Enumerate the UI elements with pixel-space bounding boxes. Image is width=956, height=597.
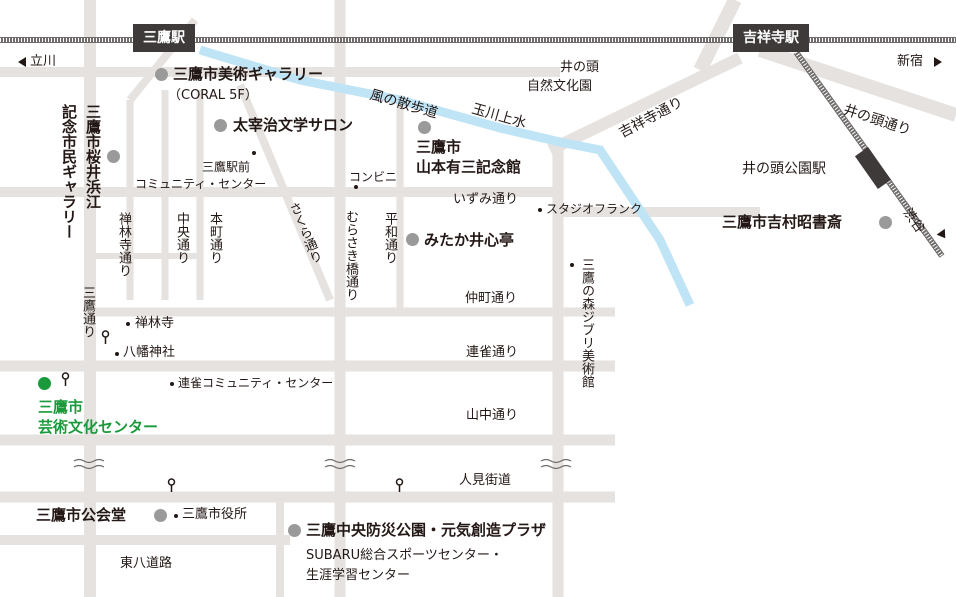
marker-yamamoto-yuzo (418, 121, 431, 134)
label-studio-franc: スタジオフランク (546, 202, 643, 216)
bus-stop-icon (61, 372, 70, 386)
label-public-hall: 三鷹市公会堂 (36, 506, 127, 524)
bus-stop-icon (167, 478, 176, 492)
label-inokashira-culture-2: 自然文化園 (527, 79, 593, 94)
marker-sakurai-hamae (107, 150, 120, 163)
direction-tachikawa: 立川 (30, 54, 57, 69)
station-mitaka: 三鷹駅 (133, 24, 195, 52)
road-inokashira (757, 43, 956, 122)
arrow-right-icon (934, 57, 942, 67)
road-breaks (73, 458, 572, 470)
marker-city-hall (174, 514, 178, 518)
label-renjaku-community: 連雀コミュニティ・センター (178, 376, 334, 390)
label-zenrinji: 禅林寺 (135, 316, 175, 331)
label-subaru-1: SUBARU総合スポーツセンター・ (306, 548, 503, 563)
arrow-left-icon (18, 57, 26, 67)
label-yamanaka-dori: 山中通り (466, 408, 519, 423)
label-art-gallery: 三鷹市美術ギャラリー (173, 65, 324, 83)
label-higashi-hachi-doro: 東八道路 (120, 556, 173, 571)
label-city-hall: 三鷹市役所 (182, 507, 248, 522)
marker-dazai-salon (214, 119, 227, 132)
label-hachiman-jinja: 八幡神社 (123, 345, 176, 360)
label-arts-center-2: 芸術文化センター (38, 418, 159, 436)
label-inokokoro-tei: みたか井心亭 (424, 231, 515, 249)
station-inokashira-koen: 井の頭公園駅 (742, 161, 826, 177)
road-kichijoji-dori (547, 52, 743, 156)
label-renjaku-dori: 連雀通り (466, 345, 519, 360)
label-sakurai-hamae-2: 記念市民ギャラリー (60, 104, 78, 239)
marker-ghibli (570, 263, 574, 267)
label-coral: （CORAL 5F） (168, 88, 258, 103)
label-hitomi-kaido: 人見街道 (459, 473, 512, 488)
label-izumi-dori: いずみ通り (453, 192, 519, 207)
marker-art-gallery (155, 68, 168, 81)
marker-inokokoro-tei (406, 233, 419, 246)
bus-stop-icon (395, 478, 404, 492)
label-ekimae-community-1: 三鷹駅前 (202, 160, 251, 174)
label-nakacho-dori: 仲町通り (465, 291, 518, 306)
marker-bousai-park (288, 524, 301, 537)
tamagawa-josui-river (198, 45, 695, 307)
label-honcho-dori: 本町通り (207, 212, 222, 264)
label-mitaka-dori: 三鷹通り (80, 286, 95, 338)
label-sakurai-hamae-1: 三鷹市桜井浜江 (84, 104, 102, 209)
label-subaru-2: 生涯学習センター (306, 568, 411, 583)
label-yamamoto-yuzo-2: 山本有三記念館 (416, 158, 522, 176)
bus-stop-icon (101, 330, 110, 344)
marker-public-hall (154, 509, 167, 522)
marker-konbini (354, 185, 358, 189)
label-yoshimura-library: 三鷹市吉村昭書斎 (722, 213, 843, 231)
label-heiwa-dori: 平和通り (382, 212, 397, 264)
label-inokashira-culture-1: 井の頭 (560, 60, 600, 75)
label-konbini: コンビニ (349, 170, 398, 184)
label-zenrinji-dori: 禅林寺通り (116, 212, 131, 277)
label-chuo-dori: 中央通り (174, 212, 189, 264)
station-kichijoji: 吉祥寺駅 (733, 24, 809, 52)
label-arts-center-1: 三鷹市 (38, 398, 84, 416)
label-ekimae-community-2: コミュニティ・センター (135, 177, 267, 191)
marker-studio-franc (538, 208, 542, 212)
marker-hachiman (115, 352, 119, 356)
label-bousai-park: 三鷹中央防災公園・元気創造プラザ (306, 521, 547, 539)
marker-ekimae-community (252, 151, 256, 155)
marker-arts-center (38, 377, 51, 390)
label-ghibli: 三鷹の森ジブリ美術館 (579, 258, 594, 388)
marker-zenrinji (126, 322, 130, 326)
road-sakura (236, 83, 334, 302)
road-kichijoji-north (693, 0, 742, 74)
label-yamamoto-yuzo-1: 三鷹市 (416, 138, 462, 156)
label-dazai-salon: 太宰治文学サロン (233, 116, 354, 134)
marker-yoshimura-library (879, 216, 892, 229)
label-murasakibashi-dori: むらさき橋通り (343, 210, 358, 301)
inokashira-koen-platform (854, 147, 892, 189)
direction-shinjuku: 新宿 (897, 54, 924, 69)
marker-renjaku-community (170, 382, 174, 386)
